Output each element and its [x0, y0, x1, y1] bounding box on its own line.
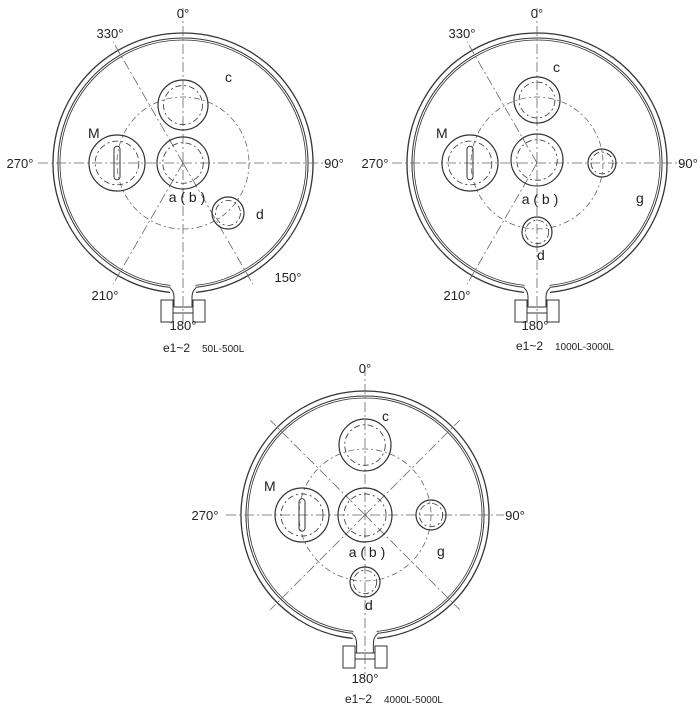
caption-code: e1~2: [516, 339, 543, 353]
nozzle-m-label: M: [264, 478, 276, 494]
nozzle-m: [441, 134, 499, 192]
centerline-315deg: [269, 419, 366, 516]
angle-180-label: 180°: [352, 671, 379, 686]
nozzle-m-label: M: [88, 125, 100, 141]
angle-330-label: 330°: [449, 26, 476, 41]
nozzle-d-label: d: [256, 206, 264, 222]
angle-150-label: 150°: [275, 270, 302, 285]
clamp-bolt-right: [546, 299, 560, 323]
angle-330-label: 330°: [97, 26, 124, 41]
nozzle-m-label: M: [436, 125, 448, 141]
clamp-ears: [169, 287, 197, 307]
angle-90-label: 90°: [678, 156, 698, 171]
centerline-225deg: [269, 514, 366, 611]
angle-270-label: 270°: [7, 156, 34, 171]
tank-shell-inner: [411, 37, 663, 288]
nozzle-g-label: g: [636, 190, 644, 206]
nozzle-ab-label: a ( b ): [522, 191, 559, 207]
angle-90-label: 90°: [505, 508, 525, 523]
nozzle-d: [349, 566, 381, 598]
angle-90-label: 90°: [324, 156, 344, 171]
bolt-circle-pcd: [298, 448, 432, 582]
nozzle-c-label: c: [382, 408, 389, 424]
nozzle-c-label: c: [225, 69, 232, 85]
angle-0-label: 0°: [359, 361, 371, 376]
nozzle-m-inner: [280, 493, 324, 537]
nozzle-c: [338, 418, 392, 472]
nozzle-c-inner: [518, 81, 556, 119]
angle-270-label: 270°: [362, 156, 389, 171]
angle-210-label: 210°: [444, 288, 471, 303]
angle-0-label: 0°: [177, 6, 189, 21]
angle-0-label: 0°: [531, 6, 543, 21]
nozzle-d-inner: [215, 200, 241, 226]
nozzle-c-inner: [344, 424, 386, 466]
nozzle-ab-label: a ( b ): [169, 189, 206, 205]
angle-180-label: 180°: [522, 318, 549, 333]
centerline-210deg: [466, 162, 538, 285]
caption-code: e1~2: [345, 692, 372, 706]
nozzle-ab-inner: [162, 142, 204, 184]
nozzle-c: [513, 76, 561, 124]
nozzle-g-inner: [418, 502, 444, 528]
nozzle-ab: [510, 133, 564, 187]
nozzle-c-label: c: [553, 59, 560, 75]
nozzle-ab-inner: [343, 493, 387, 537]
centerline-210deg: [112, 162, 184, 285]
nozzle-g-inner: [590, 151, 614, 175]
centerline-330deg: [112, 41, 184, 164]
angle-210-label: 210°: [92, 288, 119, 303]
nozzle-g-label: g: [437, 543, 445, 559]
nozzle-d-label: d: [537, 247, 545, 263]
nozzle-d: [521, 216, 553, 248]
clamp-bar: [526, 306, 548, 314]
nozzle-c-inner: [163, 85, 203, 125]
centerline-150deg: [182, 162, 254, 285]
manway-handle: [298, 498, 306, 532]
clamp-ears: [352, 633, 378, 653]
nozzle-g: [587, 148, 617, 178]
caption-code: e1~2: [163, 341, 190, 355]
nozzle-d-label: d: [365, 597, 373, 613]
nozzle-ab: [156, 136, 210, 190]
caption-range: 4000L-5000L: [384, 695, 443, 706]
nozzle-ab-inner: [516, 139, 558, 181]
nozzle-d-inner: [352, 569, 378, 595]
centerline-330deg: [466, 41, 538, 164]
caption-range: 50L-500L: [202, 344, 245, 355]
centerline-135deg: [364, 514, 461, 611]
nozzle-ab: [337, 487, 393, 543]
bolt-circle-pcd: [470, 96, 604, 230]
clamp-ears: [523, 287, 551, 307]
tank-shell-inner: [57, 37, 309, 288]
nozzle-d: [211, 196, 245, 230]
diagram-50l-500l: 0° 330° 270° 90° 150° 210° 180° c M a ( …: [7, 6, 344, 355]
clamp-bar: [172, 306, 194, 314]
diagram-4000l-5000l: 0° 270° 90° 180° c M a ( b ) g d e1~2 40…: [192, 361, 525, 706]
nozzle-ab-label: a ( b ): [349, 544, 386, 560]
nozzle-m: [88, 134, 146, 192]
angle-270-label: 270°: [192, 508, 219, 523]
manway-handle: [113, 145, 121, 181]
nozzle-m-inner: [447, 140, 493, 186]
centerline-45deg: [364, 419, 461, 516]
clamp-bolt-right: [374, 645, 388, 669]
nozzle-m-inner: [94, 140, 140, 186]
nozzle-c: [157, 79, 209, 131]
bolt-circle-pcd: [116, 96, 250, 230]
tank-shell-inner: [245, 395, 485, 634]
nozzle-g: [415, 499, 447, 531]
manway-handle: [466, 145, 474, 181]
nozzle-d-inner: [524, 219, 550, 245]
angle-180-label: 180°: [170, 318, 197, 333]
clamp-bolt-left: [342, 645, 356, 669]
diagram-1000l-3000l: 0° 330° 270° 90° 210° 180° c M a ( b ) g…: [362, 6, 698, 353]
caption-range: 1000L-3000L: [555, 342, 614, 353]
nozzle-m: [274, 487, 330, 543]
